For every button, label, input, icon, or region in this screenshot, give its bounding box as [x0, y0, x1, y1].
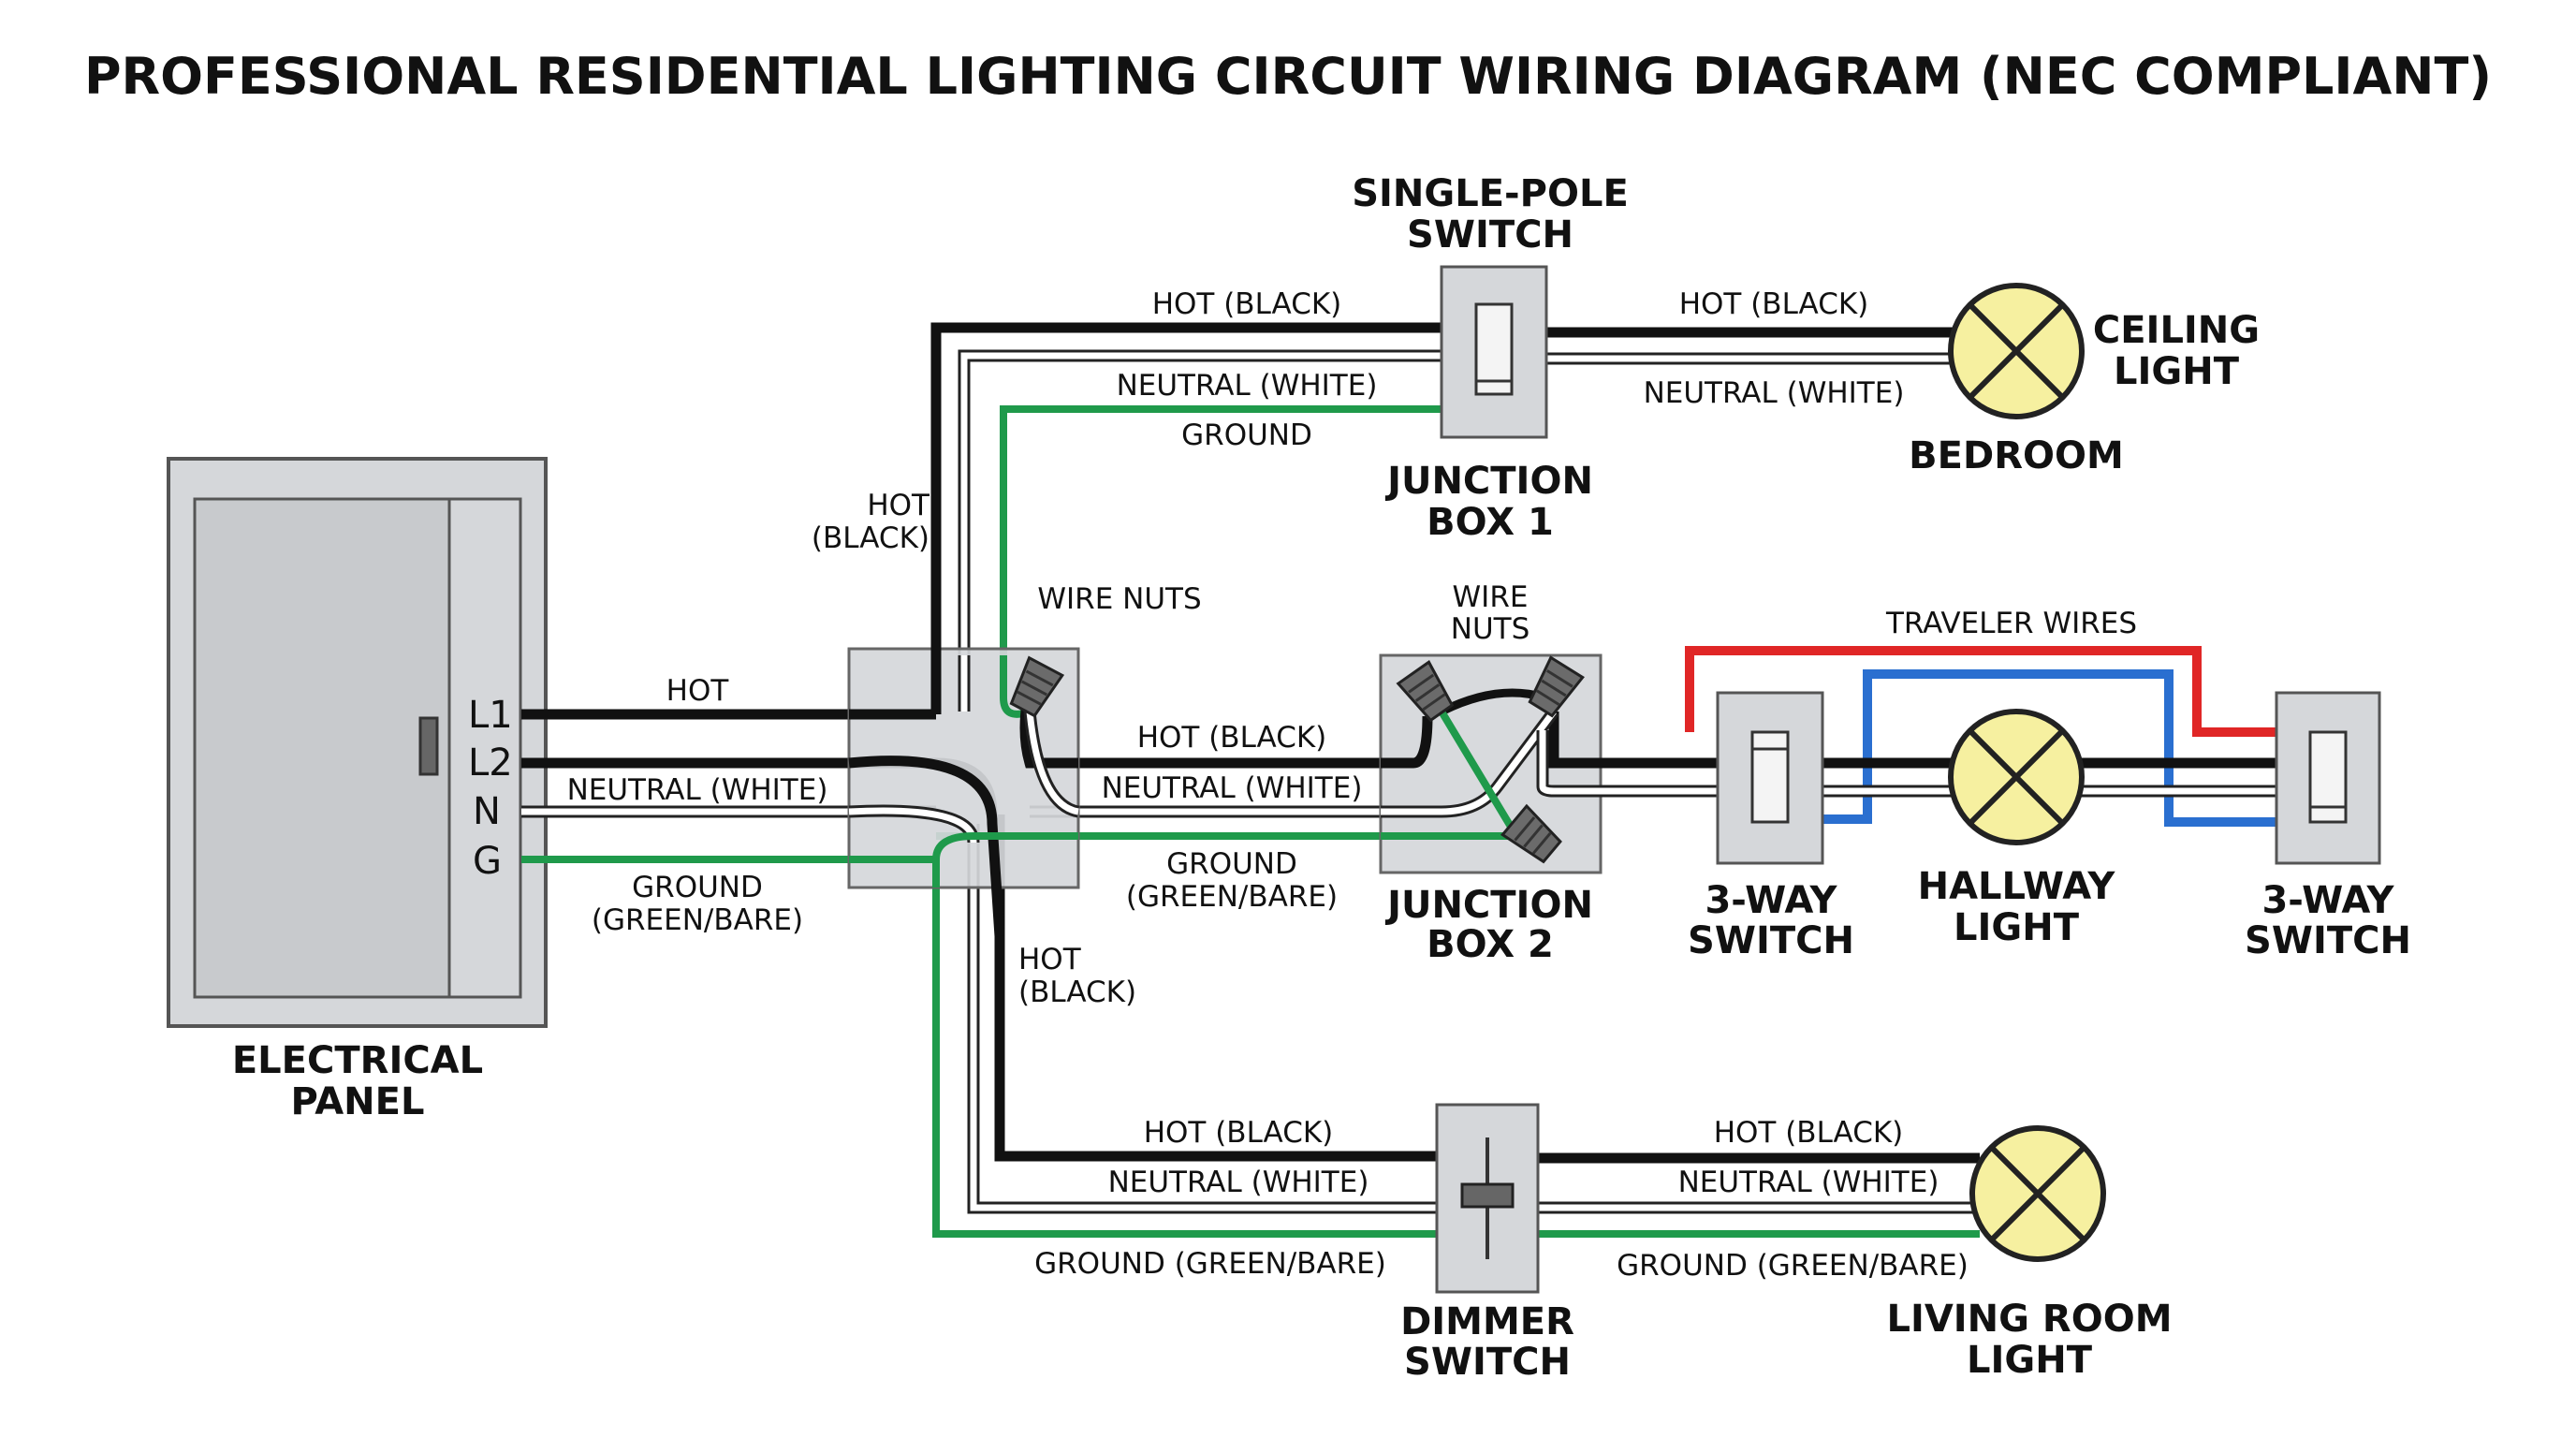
- living-room-hot-label: HOT (BLACK): [1714, 1116, 1904, 1150]
- riser-down-hot-label-line1: HOT: [1018, 943, 1082, 976]
- electrical-panel: [167, 457, 548, 1028]
- bedroom-hot-label: HOT (BLACK): [1679, 287, 1869, 321]
- bottom-hot-label: HOT (BLACK): [1144, 1116, 1334, 1150]
- living-room-light-bulb-icon: [1969, 1125, 2106, 1262]
- bottom-ground-label: GROUND (GREEN/BARE): [1034, 1247, 1386, 1281]
- top-neutral-label: NEUTRAL (WHITE): [1117, 369, 1378, 403]
- bedroom-output-wires: [1544, 327, 1970, 365]
- hallway-light-bulb-icon: [1948, 709, 2085, 845]
- living-room-light-label-line1: LIVING ROOM: [1886, 1298, 2172, 1341]
- junction-box-2-label-line1: JUNCTION: [1384, 884, 1593, 927]
- terminal-g: G: [473, 840, 502, 883]
- traveler-wires-label: TRAVELER WIRES: [1885, 607, 2137, 640]
- jb2-wire-nuts-label-line2: NUTS: [1451, 612, 1530, 646]
- living-room-neutral-label: NEUTRAL (WHITE): [1678, 1166, 1939, 1199]
- single-pole-switch-label-line1: SINGLE-POLE: [1352, 172, 1629, 215]
- three-way-switch-b-label-line2: SWITCH: [2245, 919, 2411, 962]
- panel-latch-icon: [418, 716, 439, 776]
- hallway-light-label-line2: LIGHT: [1954, 906, 2080, 949]
- dimmer-switch-label-line2: SWITCH: [1404, 1341, 1571, 1384]
- three-way-switch-a: [1716, 691, 1824, 865]
- junction-box-2-label-line2: BOX 2: [1427, 923, 1554, 966]
- wire-nuts-label: WIRE NUTS: [1037, 582, 1201, 616]
- main-hot-label: HOT: [666, 674, 730, 708]
- main-junction-box-wires: [848, 328, 1080, 937]
- main-neutral-label: NEUTRAL (WHITE): [567, 773, 828, 807]
- single-pole-switch-label-line2: SWITCH: [1407, 213, 1573, 257]
- living-room-light-label-line2: LIGHT: [1967, 1339, 2093, 1382]
- living-room-output-wires: [1535, 1152, 1980, 1238]
- bottom-neutral-label: NEUTRAL (WHITE): [1108, 1166, 1369, 1199]
- junction-box-1-label-line2: BOX 1: [1427, 501, 1554, 544]
- bedroom-neutral-label: NEUTRAL (WHITE): [1644, 376, 1905, 410]
- three-way-switch-a-label-line1: 3-WAY: [1705, 879, 1837, 922]
- dimmer-switch: [1435, 1103, 1540, 1294]
- diagram-title: PROFESSIONAL RESIDENTIAL LIGHTING CIRCUI…: [84, 47, 2492, 106]
- terminal-n: N: [473, 790, 501, 833]
- main-ground-label-line2: (GREEN/BARE): [592, 903, 803, 937]
- ceiling-light-label-line1: CEILING: [2093, 309, 2260, 352]
- bedroom-label: BEDROOM: [1909, 434, 2124, 477]
- living-room-ground-label: GROUND (GREEN/BARE): [1617, 1249, 1969, 1283]
- middle-hot-label: HOT (BLACK): [1137, 721, 1327, 755]
- three-way-switch-a-label-line2: SWITCH: [1688, 919, 1854, 962]
- traveler-wires: [1685, 646, 2284, 827]
- terminal-l2: L2: [468, 741, 513, 785]
- hallway-light-label-line1: HALLWAY: [1918, 865, 2116, 908]
- riser-up-hot-label-line2: (BLACK): [812, 521, 929, 555]
- dimmer-switch-label-line1: DIMMER: [1400, 1300, 1574, 1343]
- single-pole-switch: [1440, 265, 1548, 439]
- three-way-switch-b-label-line1: 3-WAY: [2261, 879, 2394, 922]
- terminal-l1: L1: [468, 694, 513, 737]
- middle-ground-label-line2: (GREEN/BARE): [1126, 880, 1338, 914]
- middle-neutral-label: NEUTRAL (WHITE): [1102, 771, 1363, 805]
- jb2-wire-nuts-label-line1: WIRE: [1453, 580, 1529, 614]
- riser-down-hot-label-line2: (BLACK): [1018, 976, 1136, 1009]
- panel-label-line2: PANEL: [291, 1080, 425, 1123]
- ceiling-light-bulb-icon: [1948, 283, 2085, 419]
- middle-ground-label-line1: GROUND: [1166, 847, 1297, 881]
- main-ground-label-line1: GROUND: [632, 871, 763, 904]
- ceiling-light-label-line2: LIGHT: [2114, 350, 2240, 393]
- three-way-switch-b: [2275, 691, 2381, 865]
- junction-box-2-wires: [1381, 688, 1722, 840]
- panel-label-line1: ELECTRICAL: [232, 1039, 483, 1082]
- top-ground-label: GROUND: [1181, 418, 1312, 452]
- top-hot-label: HOT (BLACK): [1152, 287, 1342, 321]
- riser-up-hot-label-line1: HOT: [867, 489, 930, 522]
- junction-box-1-label-line1: JUNCTION: [1384, 460, 1593, 503]
